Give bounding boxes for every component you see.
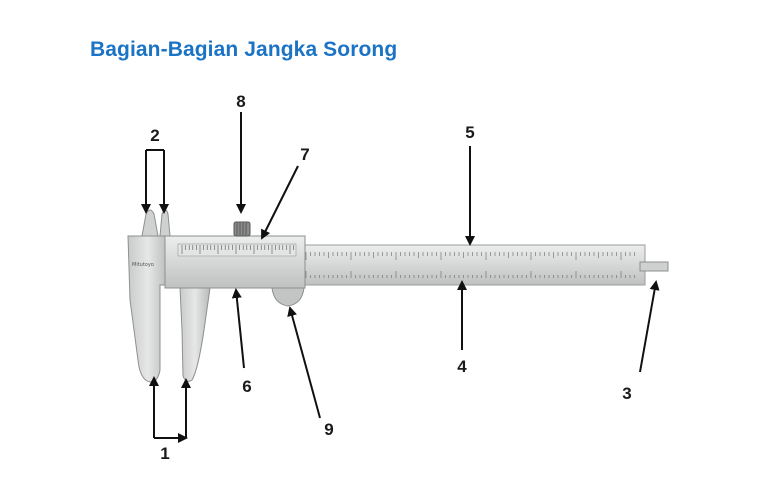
- pointer-1-bracket: [153, 386, 186, 438]
- page-title: Bagian-Bagian Jangka Sorong: [90, 38, 398, 61]
- brand-text: Mitutoyo: [132, 262, 154, 268]
- label-3: 3: [622, 384, 631, 403]
- inside-jaw-fixed: [141, 209, 159, 237]
- label-5: 5: [465, 123, 474, 142]
- label-1: 1: [160, 444, 169, 463]
- pointer-3: [639, 280, 660, 373]
- label-9: 9: [324, 420, 333, 439]
- pointer-7: [261, 165, 299, 240]
- depth-rod: [639, 261, 669, 272]
- main-scale: [305, 252, 635, 278]
- label-2: 2: [150, 126, 159, 145]
- thumb-roller: [271, 287, 305, 307]
- vernier-scale: [181, 245, 294, 254]
- label-6: 6: [242, 377, 251, 396]
- fixed-jaw: [127, 235, 169, 383]
- locking-screw: [233, 221, 251, 237]
- pointer-9: [287, 306, 321, 419]
- label-4: 4: [457, 357, 467, 376]
- moving-jaw: [179, 287, 211, 382]
- label-7: 7: [300, 145, 309, 164]
- label-8: 8: [236, 92, 245, 111]
- vernier-window: [177, 243, 297, 257]
- inside-jaw-moving: [159, 209, 171, 237]
- pointer-2-bracket: [145, 149, 165, 200]
- pointer-6: [231, 288, 245, 369]
